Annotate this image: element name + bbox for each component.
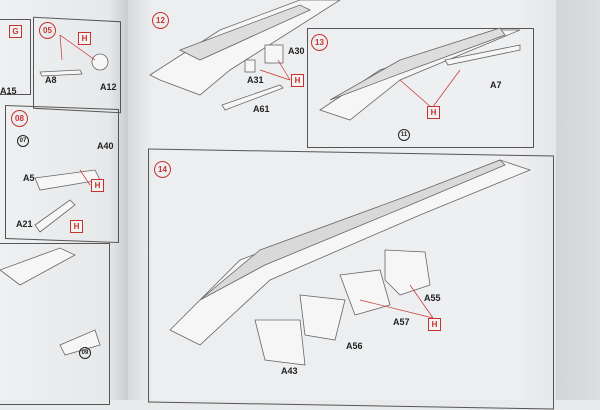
part-label-a8: A8 — [45, 75, 57, 85]
part-label-a21: A21 — [16, 219, 33, 229]
assembly-drawings — [0, 0, 532, 366]
subassembly-09: 09 — [79, 347, 91, 359]
material-tag-h: H — [70, 220, 83, 233]
step-number-14: 14 — [154, 161, 171, 178]
subassembly-07: 07 — [17, 135, 29, 147]
step-number-05: 05 — [39, 22, 56, 39]
subassembly-11: 11 — [398, 129, 410, 141]
part-label-a40: A40 — [97, 141, 114, 151]
step-number-13: 13 — [311, 34, 328, 51]
step-box-13 — [307, 28, 534, 148]
material-tag-h: H — [427, 106, 440, 119]
material-tag-h: H — [428, 318, 441, 331]
part-label-a7: A7 — [490, 80, 502, 90]
part-label-a43: A43 — [281, 366, 298, 376]
material-tag-h: H — [291, 74, 304, 87]
part-label-a15: A15 — [0, 86, 17, 96]
part-label-a56: A56 — [346, 341, 363, 351]
step-number-08: 08 — [11, 110, 28, 127]
part-label-a30: A30 — [288, 46, 305, 56]
step-number-12: 12 — [152, 12, 169, 29]
material-tag-h: H — [91, 179, 104, 192]
part-label-a55: A55 — [424, 293, 441, 303]
part-label-a31: A31 — [247, 75, 264, 85]
part-label-a61: A61 — [253, 104, 270, 114]
background-edge — [556, 0, 600, 400]
part-label-a12: A12 — [100, 82, 117, 92]
part-label-a5: A5 — [23, 173, 35, 183]
material-tag-h: H — [78, 32, 91, 45]
step-box-g — [0, 19, 31, 95]
part-label-a57: A57 — [393, 317, 410, 327]
material-tag-g: G — [9, 25, 22, 38]
